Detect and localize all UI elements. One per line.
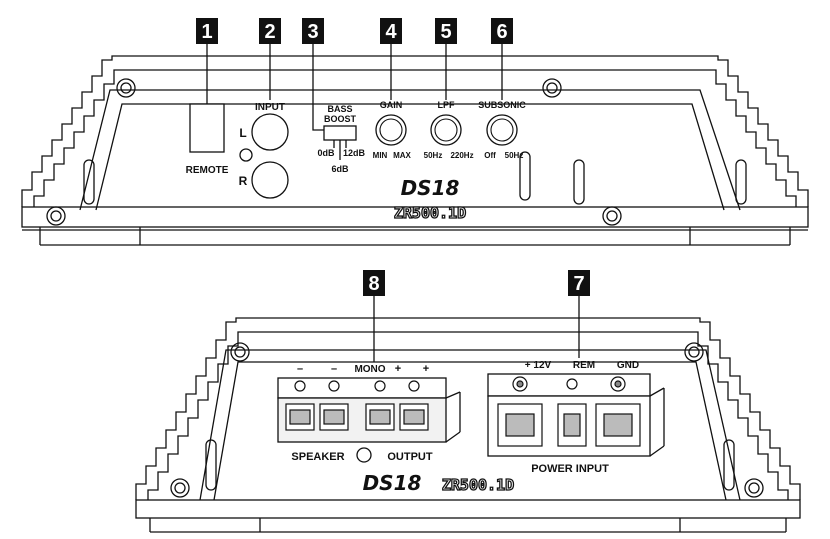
subsonic-label: SUBSONIC bbox=[478, 100, 526, 110]
speaker-screw-holes bbox=[294, 380, 420, 392]
bass-boost-label-1: BASS bbox=[327, 104, 352, 114]
status-led bbox=[356, 447, 372, 463]
svg-text:6: 6 bbox=[496, 21, 507, 43]
svg-text:7: 7 bbox=[573, 273, 584, 295]
output-label: OUTPUT bbox=[387, 451, 433, 463]
input-right-jack[interactable] bbox=[251, 161, 289, 199]
input-left-label: L bbox=[239, 126, 246, 140]
bottom-panel bbox=[135, 317, 801, 533]
bottom-callout-lines bbox=[373, 296, 580, 362]
remote-label: REMOTE bbox=[186, 165, 229, 176]
top-callout-lines bbox=[206, 44, 503, 131]
bass-boost-label-2: BOOST bbox=[324, 114, 357, 124]
svg-text:5: 5 bbox=[440, 21, 451, 43]
input-right-label: R bbox=[239, 174, 248, 188]
bottom-screws bbox=[170, 342, 764, 498]
speaker-plus-1: + bbox=[395, 363, 401, 375]
callout-2: 2 bbox=[259, 18, 281, 44]
top-panel bbox=[21, 55, 809, 246]
bass-12db-label: 12dB bbox=[343, 148, 366, 158]
callout-3: 3 bbox=[302, 18, 324, 44]
brand-logo-bottom: DS18 bbox=[363, 471, 422, 495]
speaker-minus-2: – bbox=[331, 363, 337, 375]
power-gnd-label: GND bbox=[617, 360, 639, 371]
svg-text:4: 4 bbox=[385, 21, 397, 43]
brand-logo: DS18 bbox=[401, 176, 460, 200]
input-left-jack[interactable] bbox=[251, 113, 289, 151]
lpf-knob[interactable] bbox=[430, 114, 462, 146]
model-label: ZR500.1D bbox=[394, 204, 466, 222]
gain-knob[interactable] bbox=[375, 114, 407, 146]
gain-min-label: MIN bbox=[373, 151, 388, 160]
power-12v-label: + 12V bbox=[525, 360, 552, 371]
bass-6db-label: 6dB bbox=[331, 164, 349, 174]
bass-0db-label: 0dB bbox=[317, 148, 335, 158]
power-screw-holes bbox=[512, 376, 626, 392]
callout-7: 7 bbox=[568, 270, 590, 296]
speaker-mono-label: MONO bbox=[354, 364, 385, 375]
subsonic-knob[interactable] bbox=[486, 114, 518, 146]
callout-1: 1 bbox=[196, 18, 218, 44]
remote-port[interactable] bbox=[189, 103, 225, 153]
svg-text:8: 8 bbox=[368, 273, 379, 295]
svg-text:3: 3 bbox=[307, 21, 318, 43]
speaker-label: SPEAKER bbox=[291, 451, 344, 463]
power-rem-label: REM bbox=[573, 360, 595, 371]
svg-text:2: 2 bbox=[264, 21, 275, 43]
speaker-plus-2: + bbox=[423, 363, 429, 375]
bass-boost-switch[interactable] bbox=[323, 125, 357, 160]
lpf-min-label: 50Hz bbox=[424, 151, 443, 160]
input-label: INPUT bbox=[255, 102, 285, 113]
speaker-clamps bbox=[285, 403, 429, 431]
subsonic-min-label: Off bbox=[484, 151, 496, 160]
callout-4: 4 bbox=[380, 18, 402, 44]
callout-6: 6 bbox=[491, 18, 513, 44]
svg-text:1: 1 bbox=[201, 21, 212, 43]
model-label-bottom: ZR500.1D bbox=[442, 476, 514, 494]
power-clamps bbox=[497, 403, 641, 447]
top-screws bbox=[46, 78, 622, 226]
lpf-label: LPF bbox=[438, 100, 456, 110]
power-input-label: POWER INPUT bbox=[531, 463, 609, 475]
lpf-max-label: 220Hz bbox=[450, 151, 473, 160]
power-led bbox=[239, 148, 253, 162]
gain-max-label: MAX bbox=[393, 151, 411, 160]
speaker-minus-1: – bbox=[297, 363, 303, 375]
gain-label: GAIN bbox=[380, 100, 403, 110]
subsonic-max-label: 50Hz bbox=[505, 151, 524, 160]
callout-5: 5 bbox=[435, 18, 457, 44]
callout-8: 8 bbox=[363, 270, 385, 296]
